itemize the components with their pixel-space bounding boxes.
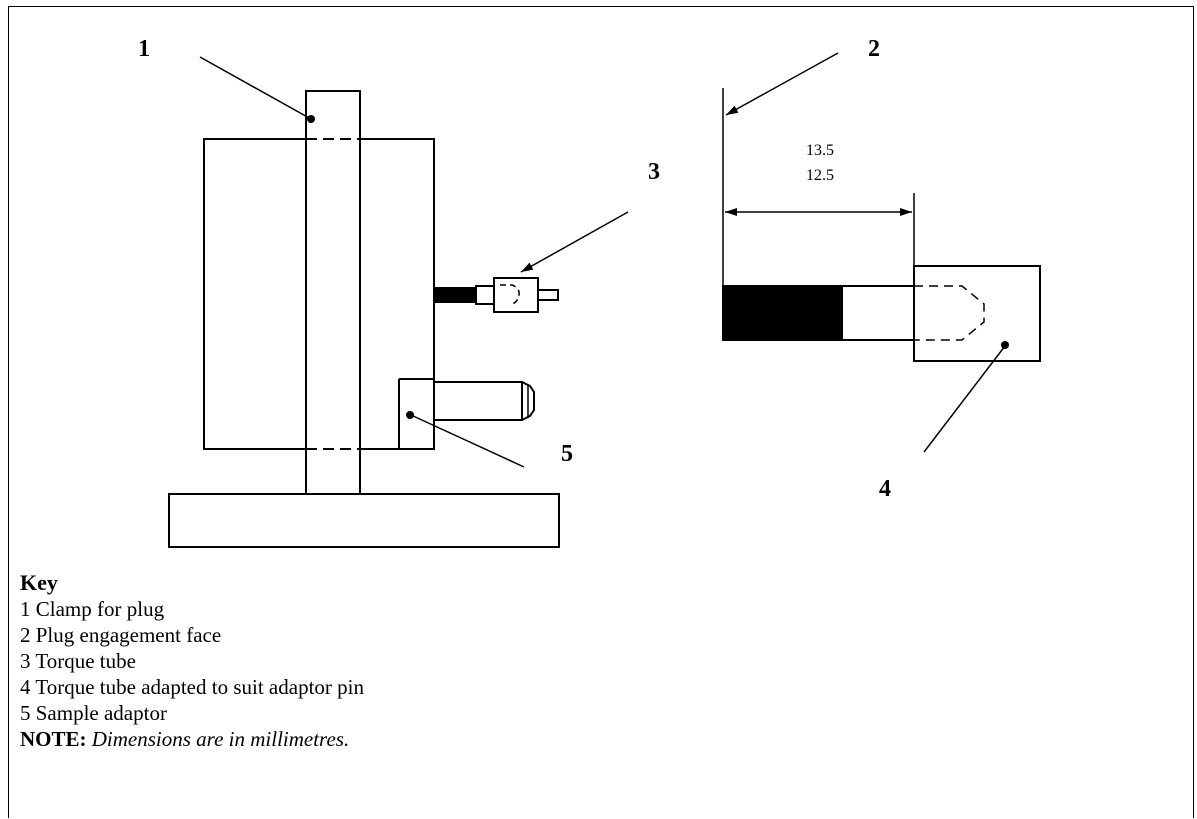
leader-lines-right <box>725 52 1006 453</box>
figure-frame <box>8 6 1194 818</box>
test-fixture-assembly <box>168 90 560 548</box>
leader-lines-left <box>199 56 629 468</box>
callout-1: 1 <box>138 36 150 62</box>
callout-4: 4 <box>879 476 891 502</box>
clamp-column <box>305 90 361 495</box>
key-title: Key <box>20 570 58 595</box>
callout-2: 2 <box>868 36 880 62</box>
plug-detail <box>722 88 1041 362</box>
callout-3: 3 <box>648 159 660 185</box>
torque-tube-pin <box>433 287 477 303</box>
callout-5: 5 <box>561 441 573 467</box>
dimension-upper: 13.5 <box>806 142 834 159</box>
leader-2 <box>725 52 839 116</box>
torque-tube-body <box>493 277 539 313</box>
torque-tube-tip <box>537 289 559 301</box>
key-legend: Key 1 Clamp for plug 2 Plug engagement f… <box>20 570 364 752</box>
torque-tube-hidden-bore <box>500 284 520 305</box>
leader-5-dot <box>406 411 414 419</box>
key-item-3: 3 Torque tube <box>20 649 136 673</box>
torque-tube-sleeve <box>475 285 495 305</box>
leader-5 <box>410 414 525 468</box>
leader-1-dot <box>307 115 315 123</box>
dimension-lower: 12.5 <box>806 167 834 184</box>
base-plate <box>168 493 560 548</box>
key-item-5: 5 Sample adaptor <box>20 701 167 725</box>
key-item-2: 2 Plug engagement face <box>20 623 222 647</box>
note-line: NOTE: Dimensions are in millimetres. <box>20 726 364 752</box>
adapted-torque-tube <box>913 265 1041 362</box>
leader-1 <box>199 56 312 120</box>
leader-4 <box>923 345 1006 453</box>
plug-pin-light <box>841 285 915 341</box>
note-text: Dimensions are in millimetres. <box>91 727 350 751</box>
key-item-4: 4 Torque tube adapted to suit adaptor pi… <box>20 675 364 699</box>
technical-drawing: 1 2 3 4 5 13.5 12.5 <box>138 36 1041 548</box>
note-label: NOTE: <box>20 727 87 751</box>
key-item-1: 1 Clamp for plug <box>20 597 165 621</box>
leader-4-dot <box>1001 341 1009 349</box>
sample-adaptor-pin <box>433 381 523 421</box>
leader-3 <box>520 211 629 273</box>
plug-pin-dark <box>722 285 843 341</box>
